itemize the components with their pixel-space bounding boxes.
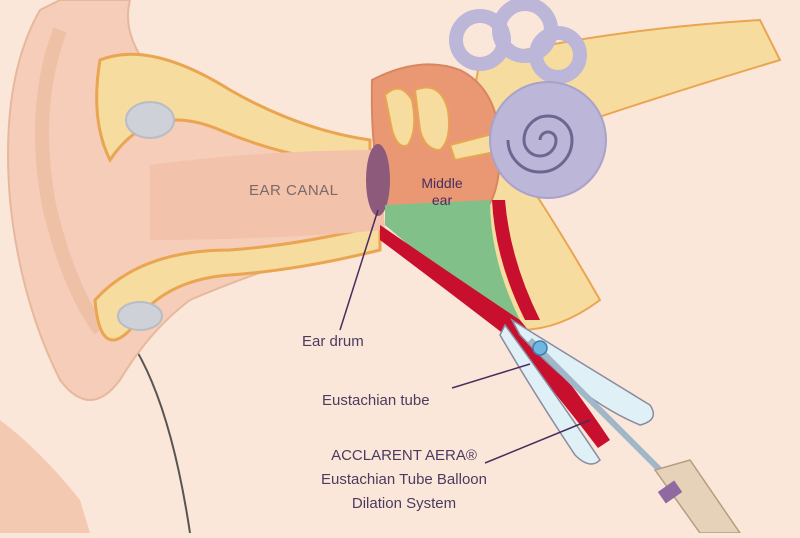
device-label: ACCLARENT AERA® Eustachian Tube Balloon …	[300, 444, 508, 516]
middle-ear-label: Middle ear	[412, 175, 472, 209]
helix-fold	[35, 27, 106, 335]
device-label-line2: Eustachian Tube Balloon	[321, 471, 487, 488]
tube-wall	[499, 323, 601, 465]
lower-cavity	[117, 301, 163, 331]
device-label-line1: ACCLARENT AERA®	[331, 447, 477, 464]
eustachian-tube-label: Eustachian tube	[322, 392, 430, 409]
balloon-tip	[532, 340, 548, 356]
cochlea-spiral	[506, 114, 574, 174]
cochlea	[489, 81, 607, 199]
eustachian-tube-pointer	[451, 363, 531, 389]
vessel-lower	[380, 225, 610, 448]
ear-drum-label: Ear drum	[302, 333, 364, 350]
neck-skin	[0, 420, 90, 533]
ear-canal	[150, 150, 385, 240]
lower-cartilage	[93, 223, 382, 342]
device-collar	[657, 480, 683, 504]
vessel-upper	[492, 200, 540, 320]
incus	[413, 86, 450, 152]
device-pointer	[484, 419, 591, 464]
middle-ear-label-line2: ear	[431, 192, 453, 208]
upper-cavity	[125, 101, 175, 139]
tube-green	[385, 200, 520, 325]
ear-drum-shape	[366, 144, 390, 216]
device-label-line3: Dilation System	[351, 495, 457, 512]
middle-ear-label-line1: Middle	[421, 175, 463, 191]
ear-drum-pointer	[339, 209, 379, 331]
inner-ear	[449, 0, 587, 84]
semicircular-canal-3	[529, 26, 587, 84]
ear-canal-label: EAR CANAL	[249, 182, 339, 199]
malleus	[383, 87, 416, 147]
catheter-shaft	[527, 337, 663, 473]
jaw-line	[129, 339, 191, 534]
